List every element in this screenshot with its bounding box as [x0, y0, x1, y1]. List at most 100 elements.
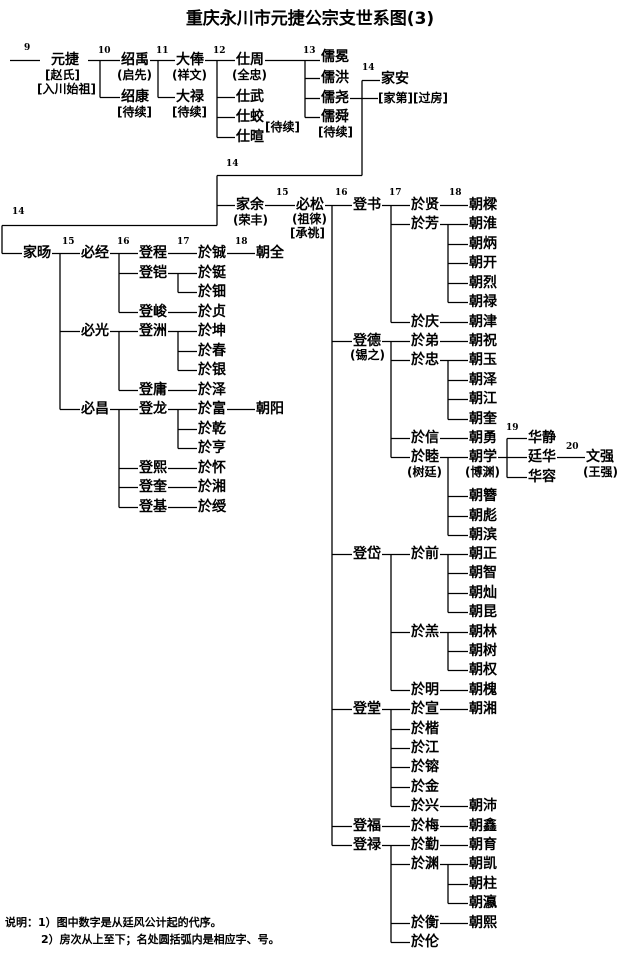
person-name: 於贤	[410, 197, 440, 213]
person-name: 於铖	[197, 245, 227, 261]
person-name: 大禄	[175, 89, 205, 105]
generation-number: 17	[177, 237, 190, 247]
person-annotation: (王强)	[583, 465, 618, 479]
person-name: 仕暄	[235, 129, 265, 145]
person-name: 朝玉	[468, 352, 498, 368]
person-annotation: [承祧]	[290, 226, 325, 240]
person-name: 於勤	[410, 837, 440, 853]
person-name: 登禄	[352, 837, 382, 853]
person-name: 朝凯	[468, 856, 498, 872]
person-name: 於宣	[410, 701, 440, 717]
person-annotation: (启先)	[117, 68, 152, 82]
person-name: 朝湘	[468, 701, 498, 717]
person-name: 朝柱	[468, 876, 498, 892]
person-name: 於钿	[197, 284, 227, 300]
person-name: 於怀	[197, 460, 227, 476]
generation-number: 19	[506, 423, 519, 433]
person-name: 朝瀛	[468, 895, 498, 911]
person-name: 必昌	[80, 401, 110, 417]
person-name: 於江	[410, 740, 440, 756]
generation-number: 13	[303, 46, 316, 56]
person-annotation: [待续]	[172, 105, 207, 119]
person-name: 於羔	[410, 624, 440, 640]
person-name: 於楷	[410, 721, 440, 737]
person-annotation: [入川始祖]	[37, 82, 96, 96]
person-annotation: (祖徕)	[292, 212, 327, 226]
person-name: 登峻	[138, 304, 168, 320]
person-name: 朝全	[255, 245, 285, 261]
person-annotation: [待续]	[265, 120, 300, 134]
person-name: 登德	[352, 333, 382, 349]
person-name: 华静	[527, 430, 557, 446]
person-name: 於坤	[197, 323, 227, 339]
person-name: 於兴	[410, 798, 440, 814]
person-name: 朝樑	[468, 197, 498, 213]
person-name: 朝淮	[468, 216, 498, 232]
person-name: 登龙	[138, 401, 168, 417]
person-name: 朝沛	[468, 798, 498, 814]
person-name: 於衡	[410, 915, 440, 931]
generation-number: 18	[235, 237, 248, 247]
person-name: 儒舜	[320, 109, 350, 125]
person-name: 廷华	[527, 449, 557, 465]
person-name: 登奎	[138, 479, 168, 495]
person-name: 登熙	[138, 460, 168, 476]
person-annotation: [待续]	[117, 105, 152, 119]
person-name: 朝烈	[468, 275, 498, 291]
person-name: 朝禄	[468, 294, 498, 310]
person-name: 於绶	[197, 499, 227, 515]
person-name: 朝树	[468, 643, 498, 659]
person-name: 於睦	[410, 449, 440, 465]
person-name: 於梅	[410, 818, 440, 834]
generation-number: 17	[389, 188, 402, 198]
generation-number: 10	[98, 46, 111, 56]
person-name: 於春	[197, 343, 227, 359]
person-annotation: (祥文)	[172, 68, 207, 82]
person-name: 於信	[410, 430, 440, 446]
person-name: 登福	[352, 818, 382, 834]
person-name: 儒尧	[320, 90, 350, 106]
person-name: 朝祝	[468, 333, 498, 349]
person-annotation: [赵氏]	[45, 68, 80, 82]
person-name: 家安	[380, 71, 410, 87]
person-name: 登洲	[138, 323, 168, 339]
person-name: 朝奎	[468, 411, 498, 427]
person-name: 朝正	[468, 546, 498, 562]
person-name: 绍禹	[120, 52, 150, 68]
person-name: 朝权	[468, 662, 498, 678]
person-name: 朝江	[468, 391, 498, 407]
generation-number: 9	[24, 43, 31, 53]
person-name: 於渊	[410, 856, 440, 872]
person-name: 朝彪	[468, 508, 498, 524]
person-name: 於贞	[197, 304, 227, 320]
person-name: 儒洪	[320, 70, 350, 86]
person-name: 绍康	[120, 89, 150, 105]
person-name: 於弟	[410, 333, 440, 349]
person-annotation: (荣丰)	[233, 213, 268, 227]
generation-number: 11	[156, 46, 169, 56]
person-name: 家旸	[22, 245, 52, 261]
legend-notes: 说明：1）图中数字是从廷风公计起的代序。 2）房次从上至下；名处圆括弧内是相应字…	[5, 914, 280, 948]
generation-number: 18	[449, 188, 462, 198]
person-name: 朝林	[468, 624, 498, 640]
generation-number: 15	[62, 237, 75, 247]
person-name: 元捷	[50, 52, 80, 68]
person-name: 登堂	[352, 701, 382, 717]
person-name: 朝育	[468, 837, 498, 853]
person-name: 於银	[197, 362, 227, 378]
person-name: 於泽	[197, 382, 227, 398]
person-name: 朝熙	[468, 915, 498, 931]
person-name: 儒冕	[320, 49, 350, 65]
note-line-1: 说明：1）图中数字是从廷风公计起的代序。	[5, 916, 222, 929]
person-annotation: (博渊)	[465, 465, 500, 479]
person-name: 朝簪	[468, 488, 498, 504]
person-name: 华容	[527, 469, 557, 485]
person-name: 仕武	[235, 89, 265, 105]
person-name: 朝津	[468, 314, 498, 330]
person-name: 朝槐	[468, 682, 498, 698]
person-name: 登程	[138, 245, 168, 261]
person-name: 於湘	[197, 479, 227, 495]
person-name: 仕蛟	[235, 109, 265, 125]
generation-number: 12	[213, 46, 226, 56]
